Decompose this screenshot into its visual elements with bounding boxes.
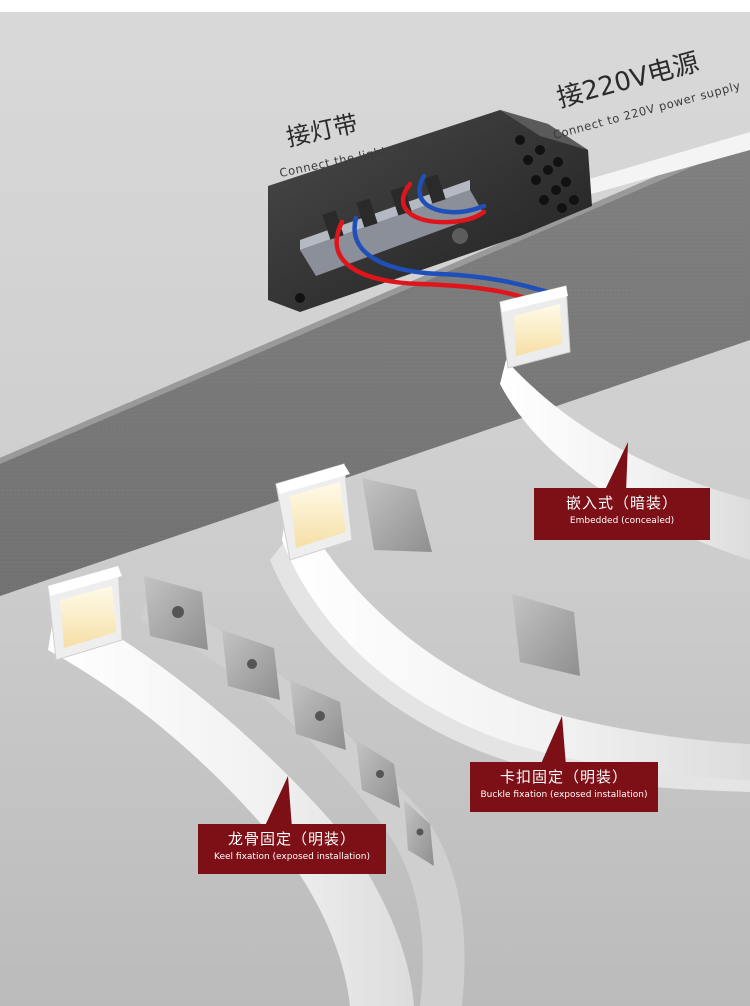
embedded-tag-cn: 嵌入式（暗装） <box>565 494 678 512</box>
ceiling-band-shade <box>0 136 750 596</box>
embedded-tag-en: Embedded (concealed) <box>569 516 675 526</box>
keel-tag-en: Keel fixation (exposed installation) <box>214 852 370 862</box>
keel-tag: 龙骨固定（明装） Keel fixation (exposed installa… <box>198 824 386 874</box>
top-white-edge <box>0 0 750 12</box>
buckle-clip <box>362 478 432 552</box>
tag-pointer-keel <box>264 776 292 828</box>
driver-box <box>268 110 592 312</box>
wires <box>334 173 551 303</box>
buckle-clip <box>512 594 580 676</box>
tag-pointer-buckle <box>540 716 566 766</box>
keel-strip <box>47 565 465 1006</box>
tag-pointer-embedded <box>604 442 628 492</box>
buckle-strip <box>270 463 750 792</box>
buckle-tag: 卡扣固定（明装） Buckle fixation (exposed instal… <box>470 762 658 812</box>
keel-tag-cn: 龙骨固定（明装） <box>227 830 356 848</box>
buckle-tag-en: Buckle fixation (exposed installation) <box>480 790 648 800</box>
embedded-tag: 嵌入式（暗装） Embedded (concealed) <box>534 488 710 540</box>
buckle-tag-cn: 卡扣固定（明装） <box>499 768 628 786</box>
